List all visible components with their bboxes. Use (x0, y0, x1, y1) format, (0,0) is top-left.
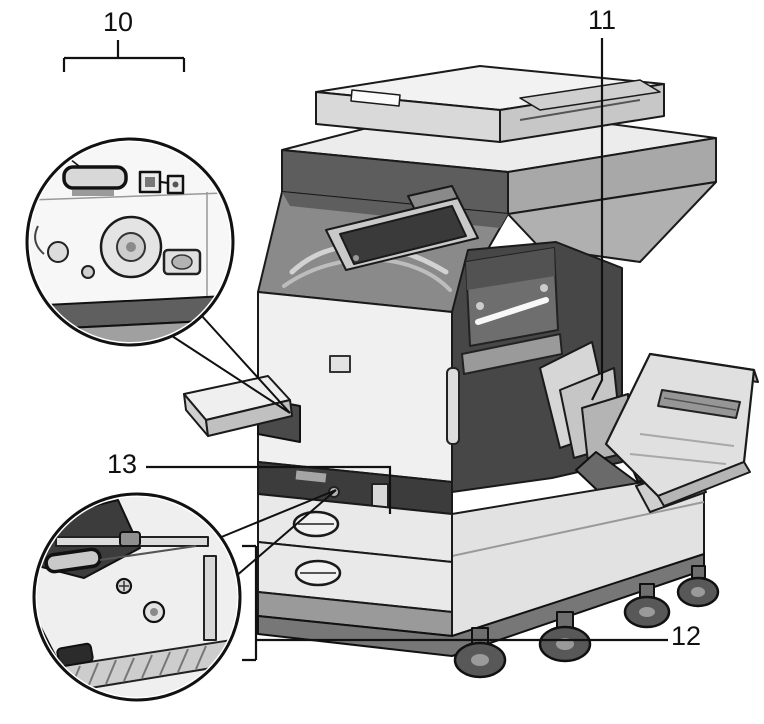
lower-recess (257, 461, 453, 515)
wedge-top-circle (171, 314, 291, 414)
main-body (257, 291, 453, 483)
feeder-lid-handle (350, 89, 401, 107)
paper-trays (257, 493, 453, 637)
callout-label-11: 11 (587, 5, 617, 35)
transfer-unit (461, 333, 563, 375)
callout-line-10 (62, 40, 186, 72)
touchscreen (339, 205, 467, 265)
bypass-unit (183, 375, 301, 443)
front-emblem (329, 355, 351, 373)
detail-circle-top (25, 137, 235, 347)
detail-circle-bottom (32, 492, 242, 702)
jam-lever-detail (62, 165, 128, 190)
callout-line-12 (242, 544, 668, 662)
casters (453, 565, 720, 679)
callout-line-11 (591, 38, 604, 401)
right-interior (446, 241, 631, 493)
callout-label-12: 12 (670, 621, 702, 651)
control-panel (325, 185, 479, 271)
feed-lever-detail (44, 547, 102, 574)
document-feeder (315, 65, 665, 143)
callout-lines (62, 38, 668, 662)
paper-guides (539, 341, 631, 463)
wedge-bottom-circle (218, 489, 337, 578)
callout-label-10: 10 (102, 7, 134, 37)
printer-illustration (183, 65, 759, 679)
fuser-unit (465, 247, 559, 347)
callout-line-13 (146, 465, 392, 514)
feeder-tray (519, 79, 661, 111)
right-side-door (604, 352, 759, 507)
callout-label-13: 13 (106, 449, 138, 479)
magnifier-wedges (171, 314, 337, 578)
